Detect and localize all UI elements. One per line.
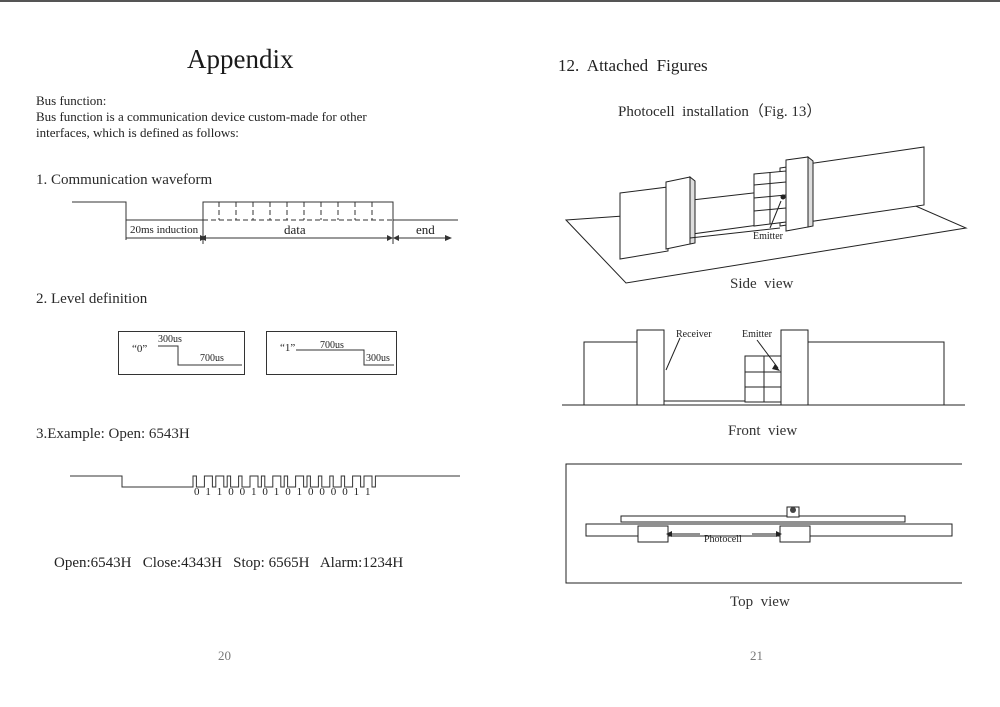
level-zero-box: “0” 300us 700us [118, 331, 245, 375]
label-data: data [284, 222, 306, 237]
intro-line-3: interfaces, which is defined as follows: [36, 125, 239, 140]
example-bit: 0 [319, 486, 325, 498]
example-bit: 1 [274, 486, 280, 498]
side-view-caption: Side view [730, 276, 794, 292]
intro-line-2: Bus function is a communication device c… [36, 109, 367, 124]
example-bit: 1 [354, 486, 360, 498]
example-bit: 1 [297, 486, 303, 498]
label-end: end [416, 222, 435, 237]
example-bit: 0 [262, 486, 268, 498]
top-view-photocell-label: Photocell [704, 534, 742, 545]
example-bit: 0 [285, 486, 291, 498]
section-example: 3.Example: Open: 6543H [36, 426, 190, 442]
example-signal-line [70, 475, 460, 488]
level-zero-symbol: “0” [132, 343, 147, 355]
top-view-caption: Top view [730, 594, 790, 610]
example-bit: 1 [217, 486, 223, 498]
example-bit: 0 [194, 486, 200, 498]
level-zero-high: 300us [158, 334, 182, 345]
page-number-right: 21 [750, 648, 763, 663]
example-bit: 1 [251, 486, 257, 498]
attached-figures-title: 12. Attached Figures [558, 56, 708, 75]
command-codes: Open:6543H Close:4343H Stop: 6565H Alarm… [54, 555, 404, 571]
level-one-low: 300us [366, 353, 390, 364]
front-emitter-label: Emitter [742, 329, 773, 340]
intro-line-1: Bus function: [36, 93, 107, 108]
section-level-definition: 2. Level definition [36, 291, 148, 307]
level-one-symbol: “1” [280, 342, 295, 354]
label-induction: 20ms induction [130, 224, 199, 236]
example-bit: 0 [240, 486, 246, 498]
level-one-high: 700us [320, 340, 344, 351]
section-communication-waveform: 1. Communication waveform [36, 172, 213, 188]
level-zero-low: 700us [200, 353, 224, 364]
page-number-left: 20 [218, 648, 231, 663]
top-border [0, 0, 1000, 2]
example-bit: 0 [342, 486, 348, 498]
example-bit: 1 [365, 486, 371, 498]
example-bit: 0 [331, 486, 337, 498]
front-receiver-label: Receiver [676, 329, 712, 340]
photocell-installation-subtitle: Photocell installation（Fig. 13） [618, 104, 822, 120]
example-bit: 0 [228, 486, 234, 498]
level-one-box: “1” 700us 300us [266, 331, 397, 375]
front-view-caption: Front view [728, 423, 798, 439]
example-bit: 0 [308, 486, 314, 498]
side-view-emitter-label: Emitter [753, 231, 784, 242]
example-bit: 1 [205, 486, 211, 498]
page-title: Appendix [187, 44, 294, 74]
